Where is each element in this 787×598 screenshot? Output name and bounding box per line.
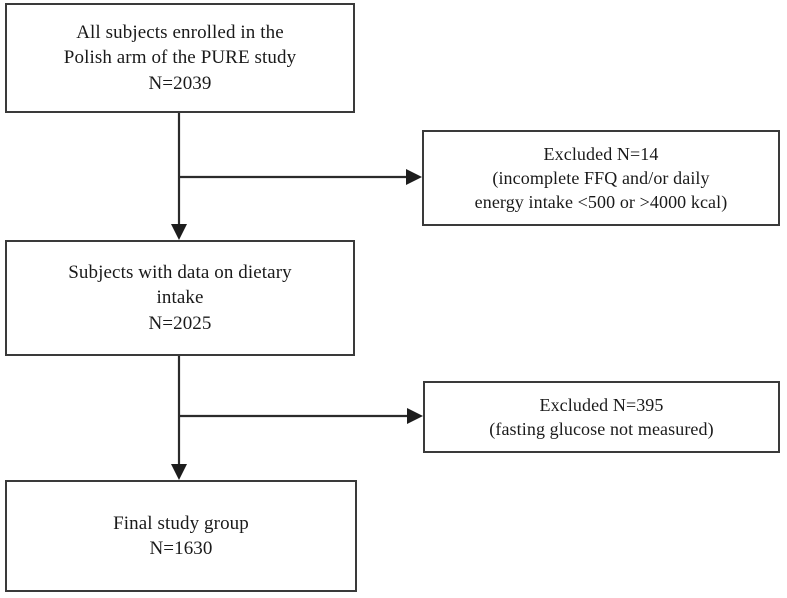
edge-enrolled-to-excluded-ffq-arrowhead xyxy=(406,169,422,185)
node-enrolled-count: N=2039 xyxy=(148,72,212,94)
node-final-line-1: Final study group xyxy=(113,512,249,534)
node-excluded-ffq-line-2: (incomplete FFQ and/or daily xyxy=(492,167,710,188)
node-excluded-ffq: Excluded N=14 (incomplete FFQ and/or dai… xyxy=(422,130,780,226)
node-final: Final study group N=1630 xyxy=(5,480,357,592)
node-excluded-glucose-line-1: Excluded N=395 xyxy=(539,394,664,415)
node-excluded-glucose-line-2: (fasting glucose not measured) xyxy=(489,419,714,439)
edge-enrolled-to-dietary-arrowhead xyxy=(171,224,187,240)
node-excluded-ffq-line-3: energy intake <500 or >4000 kcal) xyxy=(474,192,728,213)
node-excluded-ffq-line-1: Excluded N=14 xyxy=(543,143,659,164)
node-enrolled-line-1: All subjects enrolled in the xyxy=(76,21,284,43)
node-dietary-line-2: intake xyxy=(156,287,204,309)
node-dietary-line-1: Subjects with data on dietary xyxy=(68,261,292,283)
edge-dietary-to-excluded-glucose-arrowhead xyxy=(407,408,423,424)
node-excluded-glucose: Excluded N=395 (fasting glucose not meas… xyxy=(423,381,780,453)
node-enrolled: All subjects enrolled in the Polish arm … xyxy=(5,3,355,113)
edge-dietary-to-final-arrowhead xyxy=(171,464,187,480)
node-dietary: Subjects with data on dietary intake N=2… xyxy=(5,240,355,356)
node-enrolled-line-2: Polish arm of the PURE study xyxy=(63,47,297,69)
node-final-count: N=1630 xyxy=(149,538,213,559)
node-dietary-count: N=2025 xyxy=(148,312,212,334)
